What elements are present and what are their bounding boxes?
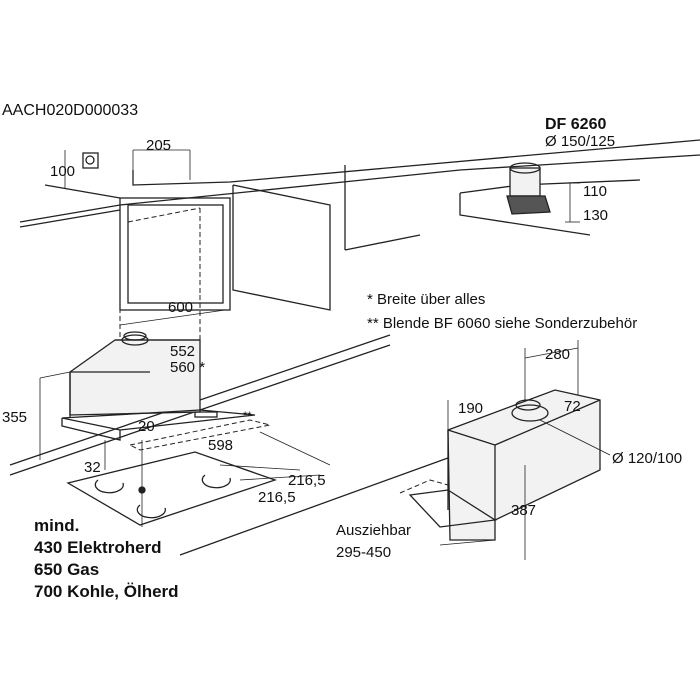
note-panel: ** Blende BF 6060 siehe Sonderzubehör	[367, 315, 638, 332]
dim-100: 100	[50, 163, 76, 180]
extendable-label: Ausziehbar	[336, 522, 412, 539]
dim-72: 72	[564, 398, 581, 415]
dim-280: 280	[545, 346, 571, 363]
extendable-range: 295-450	[336, 544, 392, 561]
dim-216-5-b: 216,5	[258, 489, 296, 506]
dim-130: 130	[583, 207, 609, 224]
dim-110: 110	[583, 183, 607, 200]
wall-cabinets	[19, 139, 700, 311]
dim-20: 20	[138, 418, 155, 435]
dim-560: 560 *	[170, 359, 206, 376]
min-distance-label: mind.	[34, 516, 80, 535]
accessory-name: DF 6260	[545, 116, 607, 133]
note-width: * Breite über alles	[367, 291, 486, 308]
accessory-drawing	[459, 162, 641, 236]
double-star-mark: **	[243, 410, 252, 422]
dim-32: 32	[84, 459, 101, 476]
hood-standalone	[399, 340, 611, 560]
hood-installed	[61, 331, 271, 451]
dim-387: 387	[511, 502, 537, 519]
dim-355: 355	[2, 409, 28, 426]
cooktop	[66, 440, 278, 527]
accessory-diameter: Ø 150/125	[545, 133, 616, 150]
min-distance-gas: 650 Gas	[34, 560, 100, 579]
dim-598: 598	[208, 437, 234, 454]
dim-216-5-a: 216,5	[288, 472, 326, 489]
outlet-diameter: Ø 120/100	[612, 450, 683, 467]
dim-552: 552	[170, 343, 196, 360]
drawing-code: AACH020D000033	[2, 102, 139, 119]
min-distance-coal-oil: 700 Kohle, Ölherd	[34, 582, 179, 601]
min-distance-electric: 430 Elektroherd	[34, 538, 162, 557]
dim-600: 600	[168, 299, 194, 316]
dim-205: 205	[146, 137, 172, 154]
dim-190: 190	[458, 400, 484, 417]
